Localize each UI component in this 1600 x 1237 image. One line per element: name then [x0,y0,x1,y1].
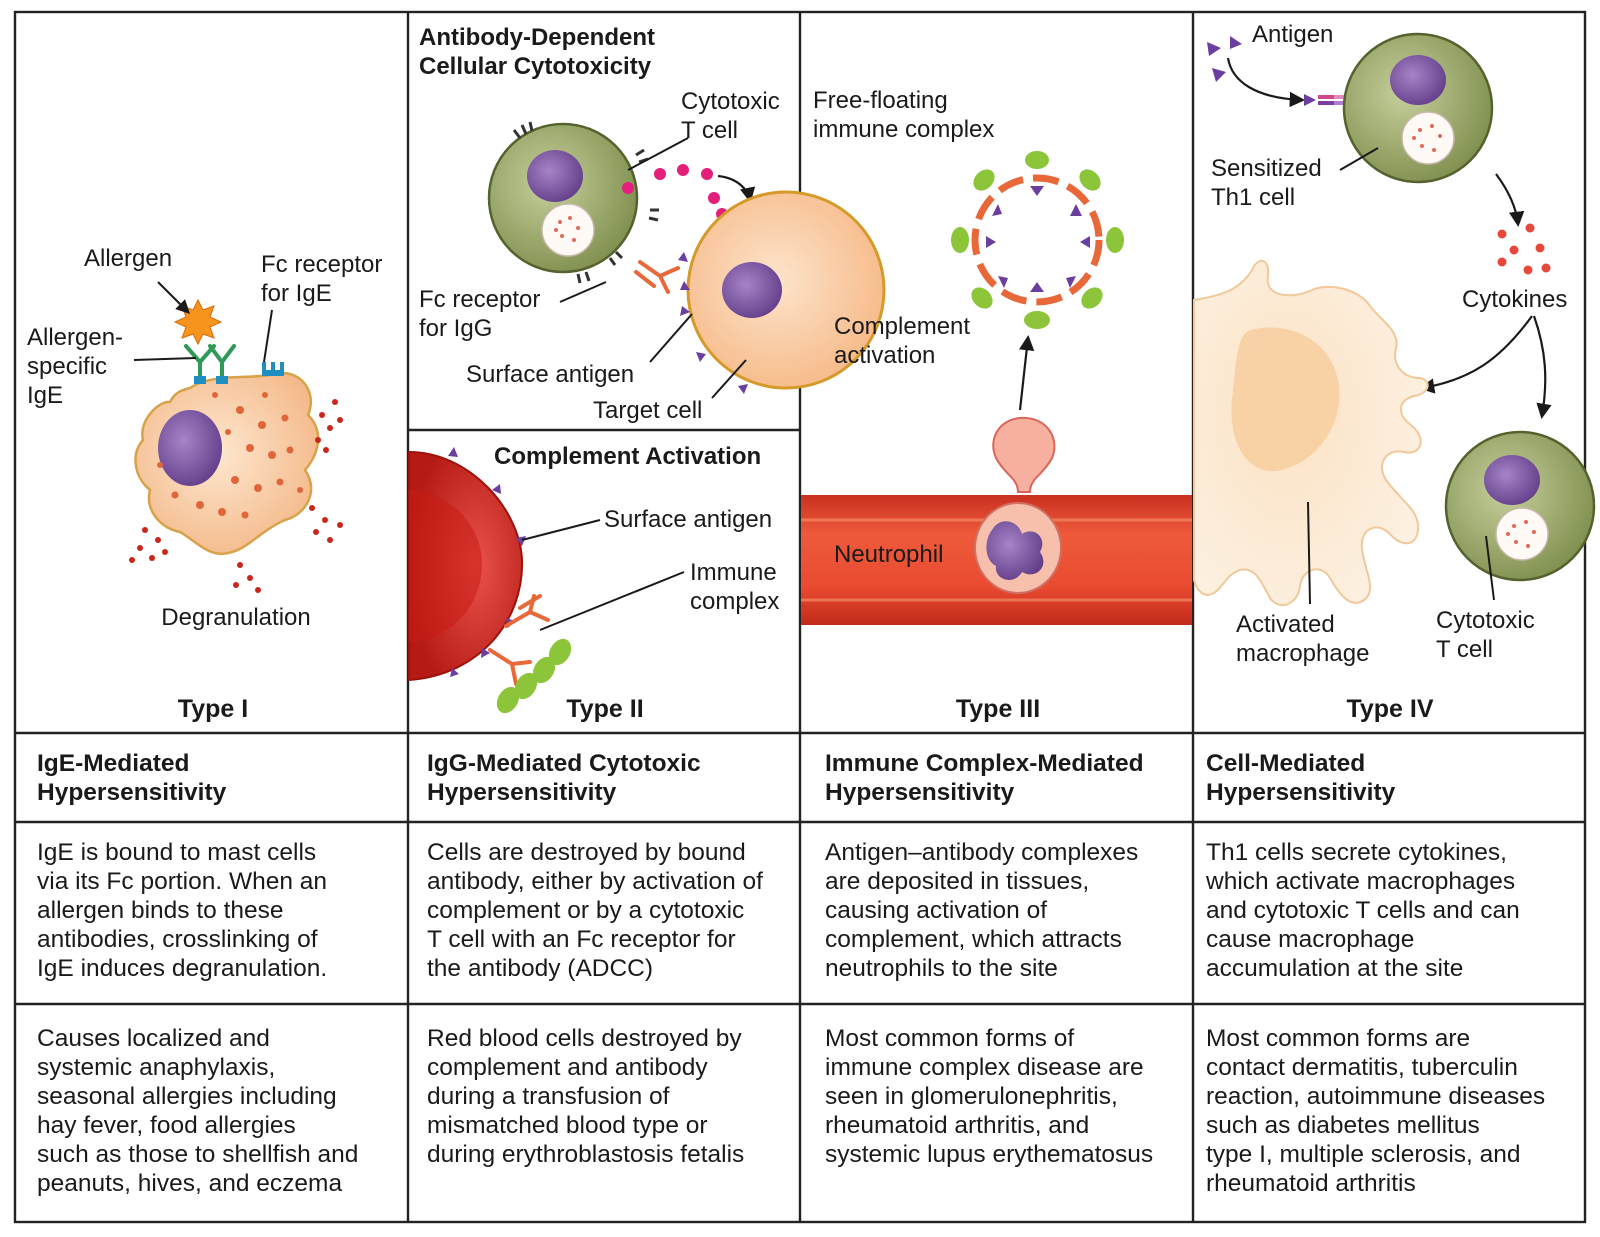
sensitized-th1-cell [1342,32,1494,184]
label-sensitized-1: Sensitized [1211,155,1322,182]
type4-cytotoxic-t-cell [1444,430,1596,582]
fc-receptors-ige [194,362,284,384]
macrophage-nucleus [1231,327,1340,472]
mast-cell-nucleus [158,410,222,486]
allergen-pointer [157,281,190,314]
igg-antibody [634,260,680,294]
panel-type-1: Allergen Fc receptor for IgE Allergen- s… [27,245,382,723]
immune-complex-pointer [539,571,685,631]
label-degranulation: Degranulation [161,604,310,631]
t-cell-granule [541,203,595,257]
label-type4-cytotoxic-1: Cytotoxic [1436,607,1535,634]
antigen-arrow [1226,57,1306,108]
complement-arrow [1018,334,1035,411]
surface-antigens [678,252,748,394]
immune-complex-antibodies [488,594,550,686]
label-type4-cytotoxic-2: T cell [1436,636,1493,663]
antigen-icons [1207,36,1242,82]
cytotoxic-pointer [627,137,689,171]
label-fc-igg-1: Fc receptor [419,286,540,313]
fc-igg-pointer [559,281,607,303]
complement-title: Complement Activation [494,443,761,470]
label-ige-1: Allergen- [27,324,123,351]
th1-granule [1401,111,1455,165]
label-cytotoxic-1: Cytotoxic [681,88,780,115]
label-fc-receptor-1: Fc receptor [261,251,382,278]
panel-title-type-1: Type I [178,695,248,723]
cytokine-dots [1497,223,1551,275]
panel-type-4: Antigen Sensitized Th1 cell Cytokines [1193,21,1596,723]
label-allergen: Allergen [84,245,172,272]
cytokines-to-tcell-arrow [1532,315,1552,420]
label-immune-1: Immune [690,559,777,586]
label-macrophage-1: Activated [1236,611,1335,638]
tcr-complex [1304,94,1346,106]
target-cell-nucleus [722,262,782,318]
label-ige-3: IgE [27,382,63,409]
label-surface-antigen-2: Surface antigen [604,506,772,533]
ige-pointer [133,357,197,361]
adcc-title-1: Antibody-Dependent [419,24,655,51]
mast-cell-granules [157,392,303,519]
free-floating-immune-complex [951,151,1124,329]
released-granules [129,399,343,593]
adcc-title-2: Cellular Cytotoxicity [419,53,652,80]
complement-proteins [496,638,572,714]
table-grid [13,10,1587,1224]
mechanism-type-4: Th1 cells secrete cytokines,which activa… [1206,839,1520,982]
fc-receptor-pointer [263,309,273,363]
panel-title-type-2: Type II [566,695,643,723]
panel-type-3: Free-floating immune complex Complement … [801,87,1192,723]
label-complement-2: activation [834,342,935,369]
perforin-arrow [717,174,756,204]
surface-antigen-pointer [649,313,693,363]
type4-t-cell-pointer [1485,535,1495,601]
label-free-floating-1: Free-floating [813,87,948,114]
label-fc-igg-2: for IgG [419,315,492,342]
label-free-floating-2: immune complex [813,116,994,143]
label-ige-2: specific [27,353,107,380]
surface-antigen-2-pointer [521,519,601,541]
panel-title-type-3: Type III [956,695,1040,723]
th1-to-cytokines-arrow [1495,173,1525,228]
th1-pointer [1339,147,1379,171]
label-complement-1: Complement [834,313,970,340]
macrophage-pointer [1307,501,1311,605]
panel-title-type-4: Type IV [1346,695,1433,723]
cytokines-to-macrophage-arrow [1418,315,1533,394]
label-cytokines: Cytokines [1462,286,1567,313]
label-neutrophil: Neutrophil [834,541,943,568]
type4-t-cell-nucleus [1484,455,1540,505]
label-immune-2: complex [690,588,779,615]
t-cell-nucleus [527,150,583,202]
label-antigen: Antigen [1252,21,1333,48]
deposit-site [992,416,1056,493]
label-sensitized-2: Th1 cell [1211,184,1295,211]
label-target-cell: Target cell [593,397,702,424]
target-cell-pointer [711,359,747,399]
panel-type-2: Antibody-Dependent Cellular Cytotoxicity [408,24,886,723]
th1-nucleus [1390,55,1446,105]
type4-t-cell-granule [1495,507,1549,561]
label-surface-antigen: Surface antigen [466,361,634,388]
label-macrophage-2: macrophage [1236,640,1369,667]
label-cytotoxic-2: T cell [681,117,738,144]
allergen-specific-ige [184,344,236,380]
neutrophil-nucleus [986,521,1044,580]
label-fc-receptor-2: for IgE [261,280,332,307]
